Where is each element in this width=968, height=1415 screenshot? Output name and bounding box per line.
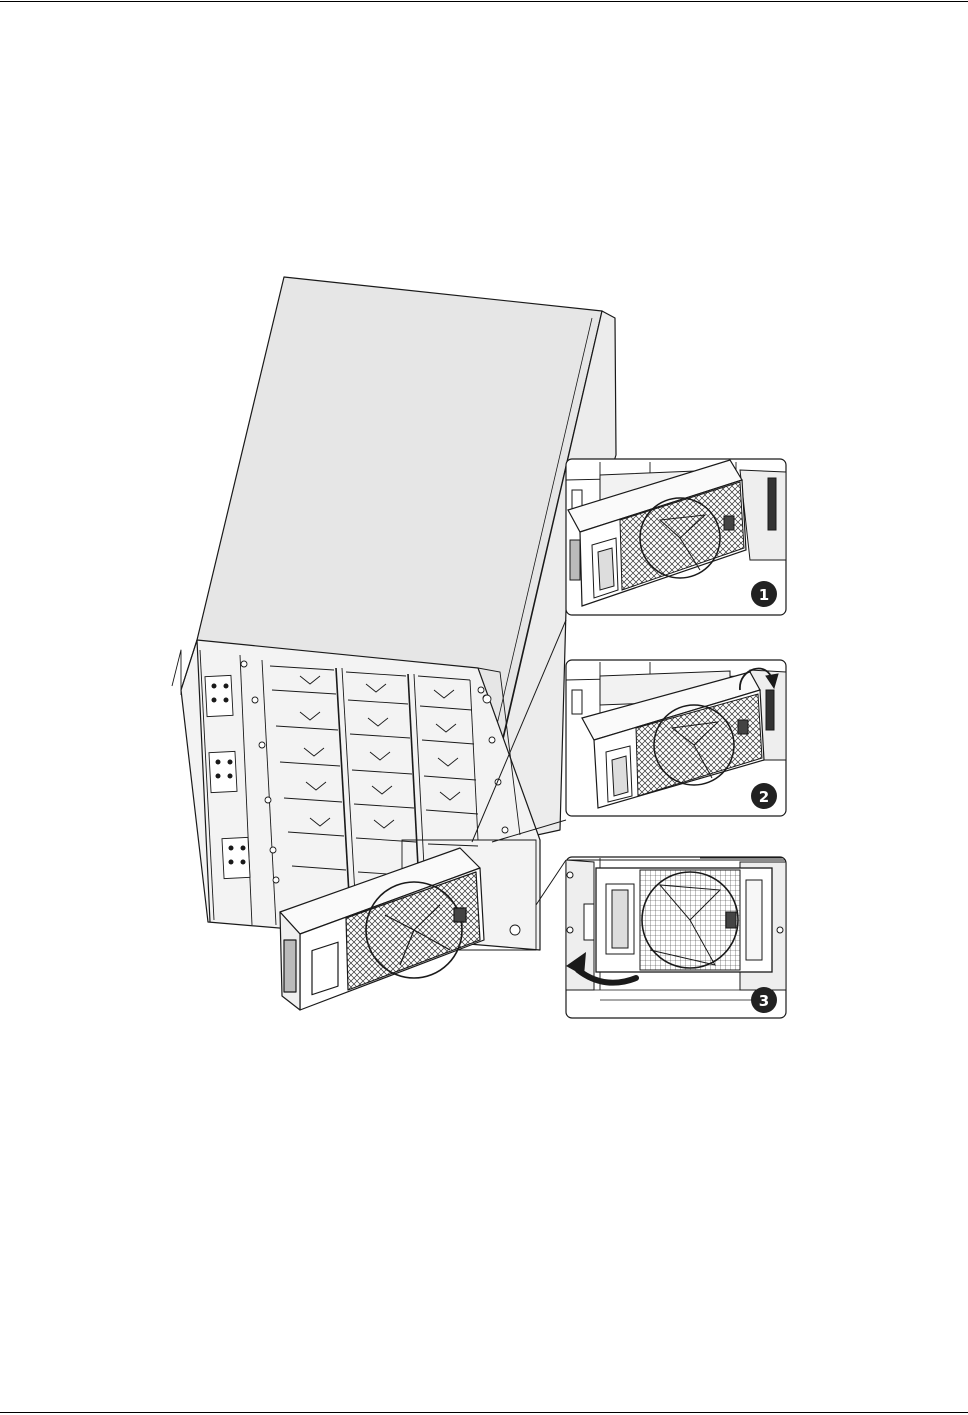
step-2-number: 2 bbox=[759, 788, 769, 806]
step-2-inset: 2 bbox=[566, 660, 786, 816]
step-3-inset: 3 bbox=[566, 857, 786, 1018]
fan-handle-opening bbox=[312, 942, 338, 994]
step-3-number: 3 bbox=[759, 992, 769, 1010]
footer-rule bbox=[0, 1412, 968, 1413]
step-1-number: 1 bbox=[759, 586, 769, 604]
step-1-inset: 1 bbox=[566, 459, 786, 615]
